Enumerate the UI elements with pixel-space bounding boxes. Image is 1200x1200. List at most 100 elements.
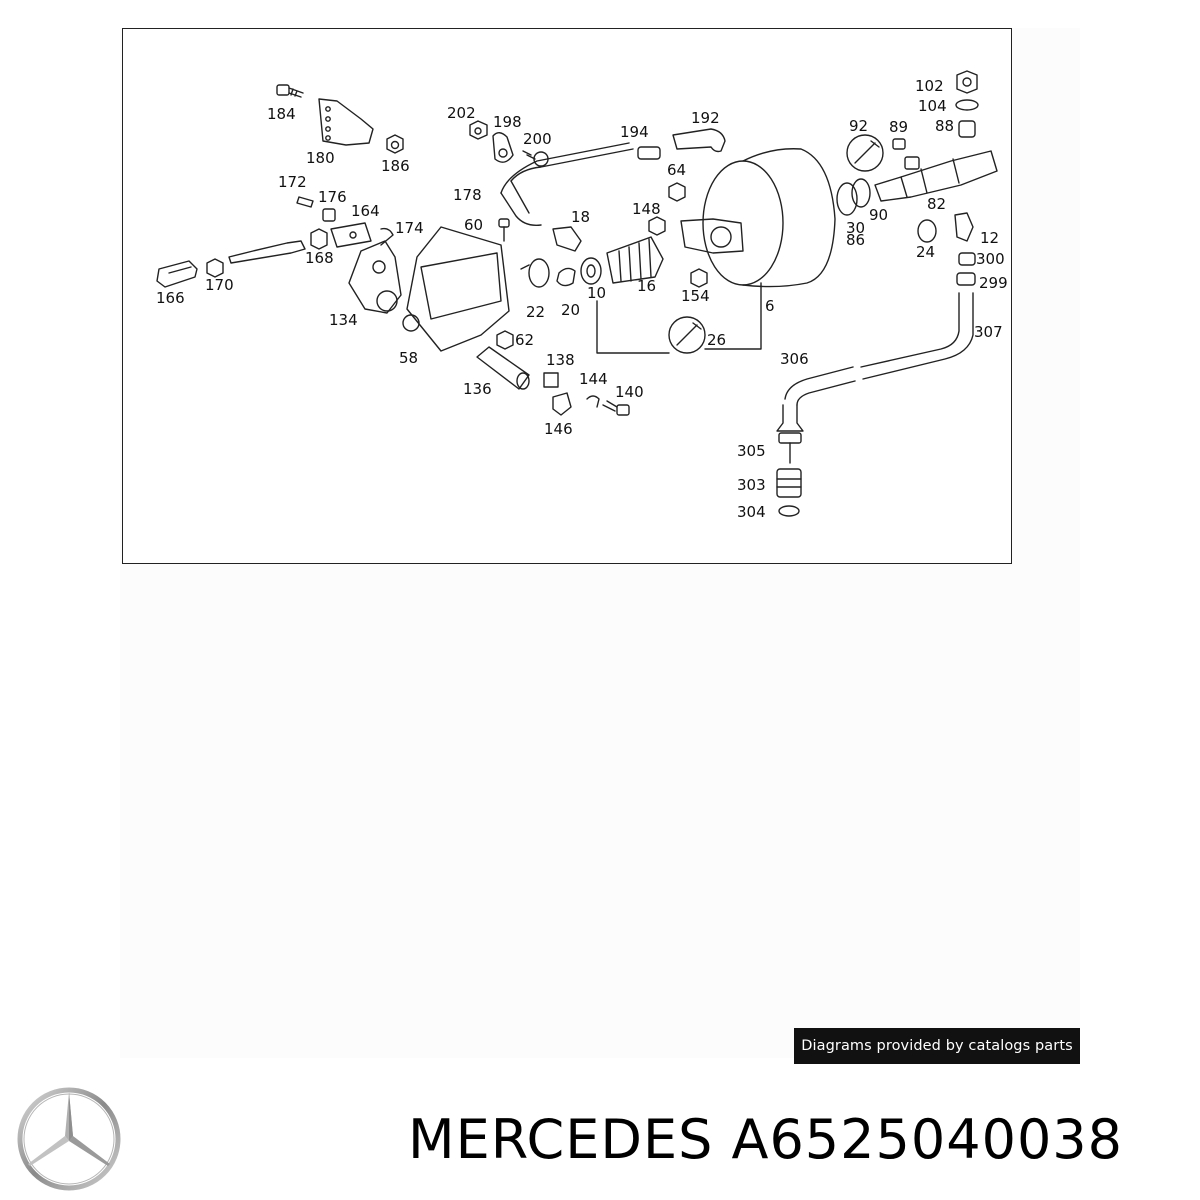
- part-label: 154: [681, 287, 710, 305]
- leader-bracket: [596, 282, 762, 354]
- part-label: 200: [523, 130, 552, 148]
- part-title: MERCEDES A6525040038: [408, 1108, 1124, 1171]
- part-label: 64: [667, 161, 686, 179]
- part-label: 16: [637, 277, 656, 295]
- part-170-nut: [206, 258, 224, 278]
- part-184-bolt: [276, 84, 304, 98]
- part-306-hose: [784, 366, 856, 406]
- part-12-elbow: [954, 212, 974, 242]
- part-label: 176: [318, 188, 347, 206]
- part-192-elbow: [672, 128, 726, 153]
- part-label: 82: [927, 195, 946, 213]
- part-200-screw: [522, 150, 549, 167]
- part-102-cap: [956, 70, 978, 94]
- part-label: 192: [691, 109, 720, 127]
- part-label: 30: [846, 219, 865, 237]
- part-176-bush: [322, 208, 336, 222]
- part-186-nut: [386, 134, 404, 154]
- part-22-clamp: [520, 258, 550, 288]
- part-164-clevis: [330, 222, 372, 248]
- part-label: 24: [916, 243, 935, 261]
- part-label: 306: [780, 350, 809, 368]
- part-label: 178: [453, 186, 482, 204]
- part-label: 10: [587, 284, 606, 302]
- credit-text: Diagrams provided by catalogs parts: [801, 1038, 1073, 1054]
- part-label: 194: [620, 123, 649, 141]
- part-304-washer: [778, 505, 800, 517]
- part-300-fitting: [958, 252, 976, 266]
- part-202-nut: [469, 120, 488, 140]
- part-104-washer: [955, 99, 979, 111]
- part-label: 20: [561, 301, 580, 319]
- part-label: 166: [156, 289, 185, 307]
- part-16-boot: [606, 236, 664, 284]
- part-138-plate: [543, 372, 559, 388]
- part-194-connector: [637, 146, 661, 160]
- part-labels: 184 180 186 202 198 200 194 192 92 89 10…: [156, 77, 1008, 521]
- part-174-cotter: [380, 227, 394, 246]
- part-label: 134: [329, 311, 358, 329]
- diagram-credit-banner: Diagrams provided by catalogs parts: [794, 1028, 1080, 1064]
- part-198-clamp: [492, 132, 514, 163]
- part-label: 172: [278, 173, 307, 191]
- part-305-valve: [776, 404, 804, 464]
- part-86-ring: [851, 178, 871, 208]
- part-30-ring: [836, 182, 858, 216]
- part-label: 88: [935, 117, 954, 135]
- part-166-fork: [156, 260, 198, 288]
- part-label: 22: [526, 303, 545, 321]
- part-24-grommet: [917, 219, 937, 243]
- part-label: 174: [395, 219, 424, 237]
- part-label: 168: [305, 249, 334, 267]
- part-label: 184: [267, 105, 296, 123]
- part-6-brake-booster: [680, 148, 836, 288]
- part-58-bracket: [402, 226, 510, 352]
- part-299-fitting: [956, 272, 976, 286]
- part-144-clip: [586, 395, 600, 408]
- part-label: 148: [632, 200, 661, 218]
- part-label: 146: [544, 420, 573, 438]
- part-146-switch: [552, 392, 572, 416]
- part-label: 136: [463, 380, 492, 398]
- part-label: 299: [979, 274, 1008, 292]
- parts-diagram: 184 180 186 202 198 200 194 192 92 89 10…: [122, 28, 1012, 564]
- part-168-nut: [310, 228, 328, 250]
- part-180-bracket: [318, 98, 374, 146]
- part-label: 102: [915, 77, 944, 95]
- part-label: 305: [737, 442, 766, 460]
- part-label: 6: [765, 297, 775, 315]
- part-label: 18: [571, 208, 590, 226]
- part-label: 164: [351, 202, 380, 220]
- part-134-lever: [348, 240, 402, 314]
- part-label: 60: [464, 216, 483, 234]
- part-154-nut: [690, 268, 708, 288]
- mercedes-star-icon: [17, 1087, 121, 1191]
- part-88-plug: [958, 120, 976, 138]
- part-label: 12: [980, 229, 999, 247]
- part-label: 303: [737, 476, 766, 494]
- part-label: 186: [381, 157, 410, 175]
- part-136-pin: [476, 346, 530, 390]
- part-307-hose: [860, 292, 974, 380]
- part-20-clip: [556, 267, 576, 287]
- part-90-master-cylinder: [874, 150, 998, 202]
- part-92-wrench-symbol: [846, 134, 884, 172]
- part-label: 62: [515, 331, 534, 349]
- part-303-union: [776, 468, 802, 498]
- part-label: 198: [493, 113, 522, 131]
- part-label: 144: [579, 370, 608, 388]
- part-62-nut: [496, 330, 514, 350]
- part-170-rod: [228, 240, 306, 264]
- part-label: 90: [869, 206, 888, 224]
- part-label: 307: [974, 323, 1003, 341]
- part-label: 26: [707, 331, 726, 349]
- parts-diagram-drawing: 184 180 186 202 198 200 194 192 92 89 10…: [156, 70, 1008, 521]
- part-89-cap: [892, 138, 906, 150]
- part-172-pin: [296, 196, 314, 208]
- part-64-nut: [668, 182, 686, 202]
- part-label: 89: [889, 118, 908, 136]
- part-label: 92: [849, 117, 868, 135]
- part-10-grommet: [580, 257, 602, 285]
- part-18-bracket: [552, 226, 582, 252]
- part-label: 304: [737, 503, 766, 521]
